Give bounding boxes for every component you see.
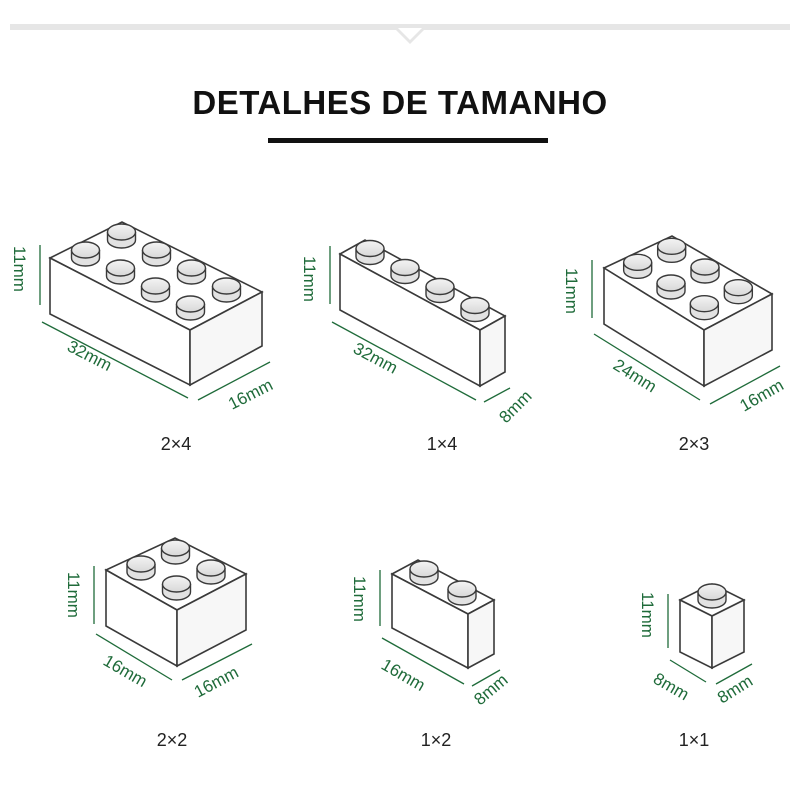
dimension-lines [667,594,753,685]
studs [355,239,490,323]
stud [447,580,477,606]
studs [622,237,754,321]
studs [70,223,242,321]
width-dim: 16mm [737,375,787,415]
dimension-lines [379,570,501,687]
stud [126,555,156,581]
stud [656,237,687,263]
height-dim: 11mm [10,246,29,292]
brick-label: 2×2 [157,730,188,750]
studs [126,539,226,601]
width-dim: 16mm [191,663,242,702]
stud [175,295,206,321]
length-dim: 16mm [378,655,428,695]
stud [160,539,191,565]
dimension-lines [329,246,511,403]
stud [105,259,136,285]
brick-2x4: 11mm 32mm 16mm 2×4 [10,221,276,454]
stud [211,277,242,303]
length-dim: 24mm [610,355,660,396]
width-dim: 8mm [470,670,511,709]
stud [70,241,101,267]
length-dim: 16mm [100,651,150,691]
height-dim: 11mm [562,268,581,314]
brick-label: 1×1 [679,730,710,750]
dimension-lines [591,260,781,405]
top-divider [10,24,790,30]
stud [425,277,455,304]
page-title: DETALHES DE TAMANHO [192,84,608,121]
stud [140,277,171,303]
dimension-lines [93,566,253,681]
stud [409,560,439,586]
stud [622,253,653,279]
title-underline [268,138,548,143]
stud [106,223,137,249]
brick-1x4: 11mm 32mm 8mm 1×4 [300,239,536,454]
brick-1x1: 11mm 8mm 8mm 1×1 [638,583,756,750]
brick-label: 2×4 [161,434,192,454]
height-dim: 11mm [300,256,319,302]
stud [390,258,420,285]
brick-label: 1×4 [427,434,458,454]
brick-body [48,221,264,387]
length-dim: 8mm [650,669,692,704]
stud [176,259,207,285]
stud [689,294,720,321]
height-dim: 11mm [350,576,369,622]
stud [723,278,754,305]
length-dim: 32mm [350,339,401,378]
studs [697,583,727,609]
studs [409,560,477,606]
divider-notch-inner [398,28,422,40]
height-dim: 11mm [638,592,657,638]
stud [196,559,226,585]
stud [141,241,172,267]
stud [161,575,192,601]
width-dim: 8mm [714,671,756,707]
brick-body [678,583,746,670]
brick-label: 1×2 [421,730,452,750]
stud [460,296,490,323]
dimension-lines [39,245,271,401]
brick-label: 2×3 [679,434,710,454]
stud [656,274,686,300]
brick-2x3: 11mm 24mm 16mm 2×3 [562,235,787,454]
brick-1x2: 11mm 16mm 8mm 1×2 [350,559,512,750]
stud [355,239,385,266]
stud [697,583,727,609]
stud [690,258,720,284]
height-dim: 11mm [64,572,83,618]
brick-2x2: 11mm 16mm 16mm 2×2 [64,537,253,750]
